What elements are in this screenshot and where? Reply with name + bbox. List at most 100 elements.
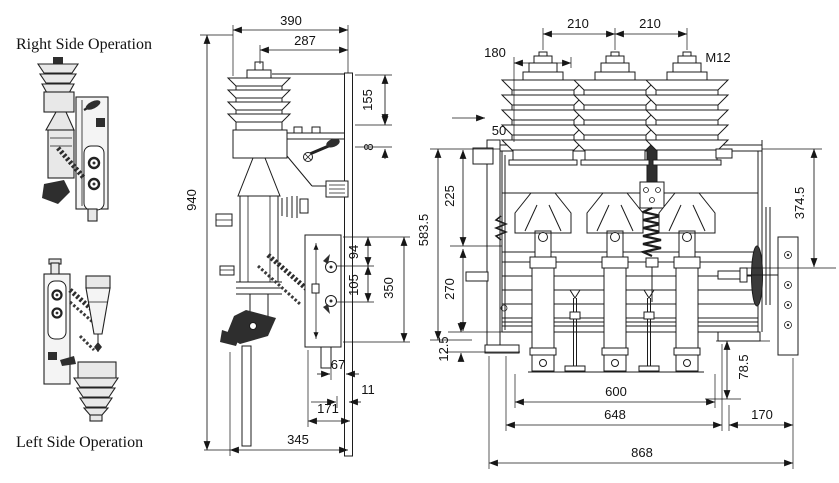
drive-disc bbox=[751, 245, 763, 307]
dim-374-5: 374.5 bbox=[792, 148, 818, 268]
svg-text:583.5: 583.5 bbox=[416, 214, 431, 247]
svg-text:8: 8 bbox=[361, 143, 376, 150]
svg-text:648: 648 bbox=[604, 407, 626, 422]
svg-text:374.5: 374.5 bbox=[792, 187, 807, 220]
svg-text:50: 50 bbox=[492, 123, 506, 138]
bolt-hole bbox=[784, 251, 792, 259]
dim-868: 868 bbox=[488, 445, 794, 467]
phase-pole bbox=[586, 192, 644, 372]
support-leg bbox=[241, 345, 252, 447]
insulator-sheds bbox=[72, 377, 120, 416]
latch-block bbox=[48, 352, 57, 360]
drive-arm bbox=[69, 300, 96, 326]
front-channel bbox=[344, 72, 353, 457]
insulator-bushing bbox=[573, 51, 657, 166]
insulator-cup bbox=[77, 361, 117, 379]
dim-105: 105 bbox=[346, 265, 372, 303]
svg-text:155: 155 bbox=[360, 89, 375, 111]
mounting-plate bbox=[777, 236, 799, 356]
svg-text:270: 270 bbox=[442, 278, 457, 300]
left-frame-parts bbox=[465, 147, 509, 312]
caption-left-side: Left Side Operation bbox=[16, 434, 143, 451]
dim-12-5: 12.5 bbox=[436, 323, 465, 362]
svg-text:171: 171 bbox=[317, 401, 339, 416]
side-bolt bbox=[465, 271, 489, 282]
small-spring bbox=[493, 215, 509, 241]
bolt-hole bbox=[784, 281, 792, 289]
drive-arm bbox=[56, 146, 86, 180]
insulator-base bbox=[43, 91, 75, 113]
support-legs bbox=[528, 289, 704, 373]
svg-text:78.5: 78.5 bbox=[736, 354, 751, 379]
svg-text:940: 940 bbox=[184, 189, 199, 211]
drive-arm bbox=[68, 288, 99, 316]
hook bbox=[60, 356, 76, 366]
svg-text:287: 287 bbox=[294, 33, 316, 48]
front-view: 210 210 180 M12 50 225 270 583.5 bbox=[416, 16, 836, 469]
drive-arm bbox=[256, 264, 302, 306]
fuse-flange bbox=[236, 281, 282, 295]
fuse-fitting bbox=[85, 275, 111, 289]
dim-171: 171 bbox=[307, 401, 351, 425]
svg-text:12.5: 12.5 bbox=[436, 336, 451, 361]
dim-225: 225 bbox=[442, 149, 467, 247]
svg-text:210: 210 bbox=[639, 16, 661, 31]
svg-text:94: 94 bbox=[346, 245, 361, 259]
svg-text:350: 350 bbox=[381, 277, 396, 299]
shaft-stub bbox=[50, 262, 60, 276]
terminal-bolt bbox=[715, 148, 733, 159]
dim-67: 67 bbox=[317, 357, 359, 378]
terminal-ribs bbox=[281, 196, 298, 218]
left-frame-plate bbox=[486, 139, 501, 346]
dim-170: 170 bbox=[728, 407, 794, 429]
bolt-hole bbox=[784, 301, 792, 309]
dim-50: 50 bbox=[452, 114, 506, 138]
svg-text:170: 170 bbox=[751, 407, 773, 422]
dim-345: 345 bbox=[229, 432, 349, 454]
contact-tip bbox=[94, 342, 102, 352]
dim-940: 940 bbox=[184, 34, 211, 451]
dim-210-right: 210 bbox=[614, 16, 688, 38]
mounting-flange bbox=[287, 132, 344, 140]
dim-390: 390 bbox=[232, 13, 349, 34]
svg-text:345: 345 bbox=[287, 432, 309, 447]
fuse-cone bbox=[85, 287, 111, 335]
insulator-sheds bbox=[36, 63, 80, 94]
dim-8: 8 bbox=[361, 113, 389, 159]
svg-text:180: 180 bbox=[484, 45, 506, 60]
dim-210-left: 210 bbox=[542, 16, 616, 38]
drive-linkage bbox=[715, 148, 799, 356]
side-view: 390 287 155 8 940 94 105 350 bbox=[184, 13, 410, 457]
insulator-base-box bbox=[232, 129, 288, 159]
bolt-spec-label: M12 bbox=[705, 50, 730, 65]
fuse-cone bbox=[237, 157, 281, 197]
fuse-cone bbox=[45, 111, 75, 131]
drive-arm bbox=[266, 253, 312, 294]
caption-right-side: Right Side Operation bbox=[16, 36, 152, 53]
latch-block bbox=[96, 118, 105, 127]
fuse-body bbox=[239, 195, 279, 283]
dim-11: 11 bbox=[311, 382, 375, 406]
dim-78-5: 78.5 bbox=[723, 340, 751, 400]
bolt-hole bbox=[784, 321, 792, 329]
dim-583-5: 583.5 bbox=[416, 148, 442, 341]
plate-foot bbox=[87, 208, 98, 222]
dim-180: 180 bbox=[484, 45, 572, 67]
svg-text:210: 210 bbox=[567, 16, 589, 31]
svg-text:390: 390 bbox=[280, 13, 302, 28]
coil-spring bbox=[639, 206, 662, 258]
svg-text:11: 11 bbox=[361, 382, 375, 397]
phase-pole bbox=[514, 192, 572, 372]
figure-right-side-operation bbox=[36, 57, 109, 222]
svg-text:67: 67 bbox=[331, 357, 345, 372]
mechanism-box bbox=[639, 181, 665, 209]
dim-648: 648 bbox=[505, 407, 723, 429]
insulator-bushing bbox=[645, 51, 729, 166]
corner-bracket bbox=[472, 147, 494, 165]
right-pedestal bbox=[717, 331, 761, 342]
side-bolts bbox=[215, 213, 235, 276]
panel-tab bbox=[320, 346, 332, 369]
lower-bracket bbox=[42, 180, 70, 204]
dim-600: 600 bbox=[514, 384, 716, 406]
